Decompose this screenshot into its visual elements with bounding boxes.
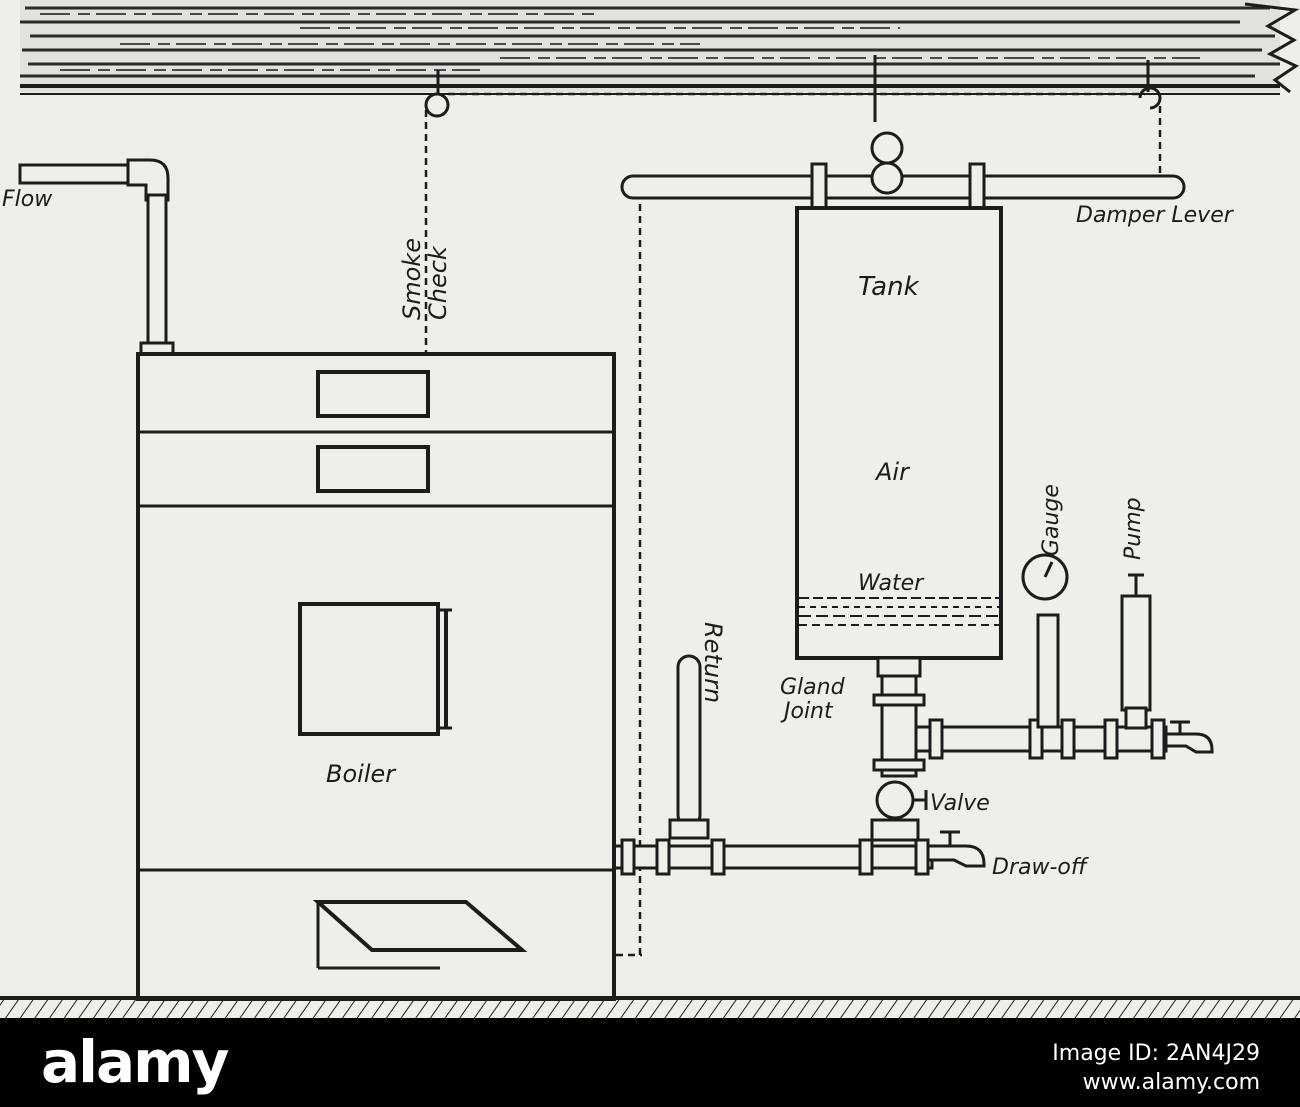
flow-pipe: [18, 158, 175, 359]
heating-system-diagram: Flow Smoke Check Damper Lever Tank Air W…: [0, 0, 1300, 1018]
gauge-pump-branch: [914, 553, 1214, 760]
draw-off-label: Draw-off: [992, 855, 1089, 880]
watermark-bar: [0, 1018, 1300, 1107]
gauge-label: Gauge: [1039, 484, 1064, 556]
ceiling-beam: [20, 0, 1300, 95]
alamy-logo: alamy: [41, 1028, 229, 1096]
expansion-tank: [795, 206, 1003, 660]
return-label: Return: [699, 622, 727, 703]
flow-label: Flow: [2, 187, 53, 212]
smoke-check-label-2: Check: [424, 245, 452, 320]
tank-label: Tank: [858, 272, 920, 302]
pump-label: Pump: [1121, 497, 1146, 560]
smoke-check-label-1: Smoke: [398, 238, 426, 320]
floor: [0, 996, 1300, 1018]
joint-label: Joint: [780, 699, 834, 724]
boiler-label: Boiler: [326, 760, 397, 788]
diagram-plate: Flow Smoke Check Damper Lever Tank Air W…: [0, 0, 1300, 1018]
damper-lever-label: Damper Lever: [1076, 203, 1235, 228]
alamy-url-text: www.alamy.com: [1082, 1070, 1260, 1095]
valve-label: Valve: [930, 791, 990, 816]
return-pipe: [610, 654, 986, 876]
image-id-text: Image ID: 2AN4J29: [1052, 1041, 1260, 1066]
gland-label: Gland: [780, 675, 846, 700]
water-label: Water: [858, 571, 925, 596]
damper-lever-pipe: [620, 131, 1186, 214]
air-label: Air: [874, 458, 911, 486]
boiler: [136, 352, 616, 1001]
